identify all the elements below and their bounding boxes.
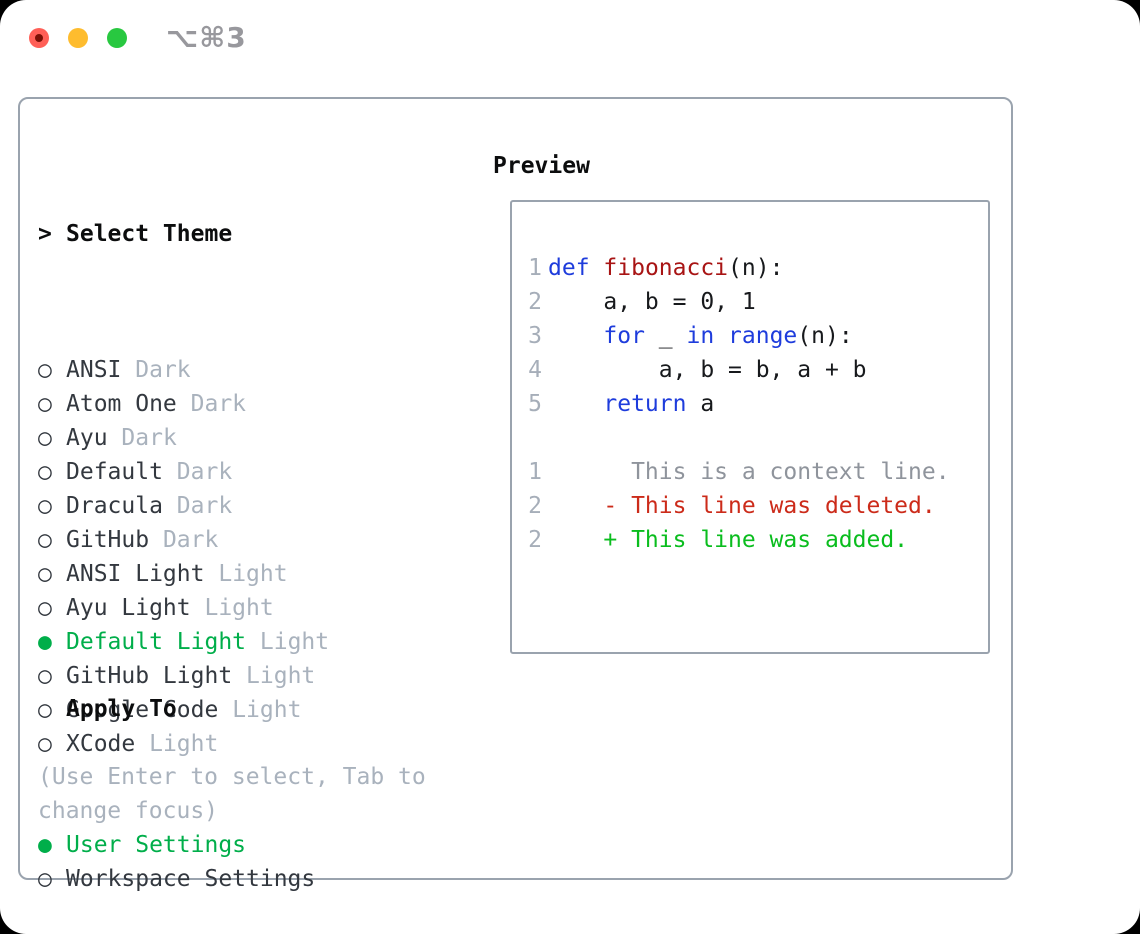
radio-icon: ○ bbox=[38, 731, 52, 757]
preview-title: Preview bbox=[493, 153, 590, 179]
theme-option[interactable]: ○ Google Code Light bbox=[38, 693, 329, 727]
diff-line-deleted: 2 - This line was deleted. bbox=[516, 489, 988, 523]
theme-option[interactable]: ○ ANSI Dark bbox=[38, 353, 329, 387]
variant-label: Dark bbox=[190, 391, 247, 417]
apply-to-header: Apply To bbox=[38, 692, 315, 726]
theme-option[interactable]: ○ GitHub Dark bbox=[38, 523, 329, 557]
line-number: 1 bbox=[528, 255, 542, 281]
radio-icon: ○ bbox=[38, 866, 52, 892]
theme-option[interactable]: ○ Ayu Dark bbox=[38, 421, 329, 455]
option-label: Ayu Light bbox=[66, 595, 191, 621]
variant-label: Light bbox=[218, 561, 288, 587]
radio-icon: ○ bbox=[38, 595, 52, 621]
theme-option[interactable]: ○ Atom One Dark bbox=[38, 387, 329, 421]
radio-icon: ○ bbox=[38, 357, 52, 383]
theme-option[interactable]: ○ Dracula Dark bbox=[38, 489, 329, 523]
code-line: 2 a, b = 0, 1 bbox=[516, 285, 988, 319]
option-label: Ayu bbox=[66, 425, 108, 451]
code-line: 5 return a bbox=[516, 387, 988, 421]
code-line: 3 for _ in range(n): bbox=[516, 319, 988, 353]
theme-option[interactable]: ○ XCode Light bbox=[38, 727, 329, 761]
help-text: (Use Enter to select, Tab to change focus… bbox=[38, 760, 426, 828]
option-label: Google Code bbox=[66, 697, 219, 723]
option-label: XCode bbox=[66, 731, 136, 757]
variant-label: Dark bbox=[162, 527, 219, 553]
line-number: 3 bbox=[528, 323, 542, 349]
radio-selected-icon: ● bbox=[38, 629, 52, 655]
radio-icon: ○ bbox=[38, 561, 52, 587]
variant-label: Light bbox=[204, 595, 274, 621]
help-line: change focus) bbox=[38, 798, 219, 824]
option-label: Atom One bbox=[66, 391, 177, 417]
variant-label: Dark bbox=[121, 425, 177, 451]
line-number: 4 bbox=[528, 357, 542, 383]
option-label: Workspace Settings bbox=[66, 866, 316, 892]
option-label: Dracula bbox=[66, 493, 163, 519]
theme-option[interactable]: ○ GitHub Light Light bbox=[38, 659, 329, 693]
line-number: 5 bbox=[528, 391, 542, 417]
apply-to-list: Apply To ● User Settings ○ Workspace Settin… bbox=[38, 624, 315, 896]
select-theme-header: > Select Theme bbox=[38, 217, 329, 251]
apply-to-option[interactable]: ● User Settings bbox=[38, 828, 315, 862]
variant-label: Dark bbox=[176, 459, 233, 485]
prompt-icon: > bbox=[38, 221, 52, 247]
radio-icon: ○ bbox=[38, 663, 52, 689]
apply-to-title: Apply To bbox=[66, 696, 177, 722]
select-theme-title: Select Theme bbox=[66, 221, 233, 247]
radio-selected-icon: ● bbox=[38, 832, 52, 858]
zoom-button[interactable] bbox=[107, 28, 127, 48]
code-line: 4 a, b = b, a + b bbox=[516, 353, 988, 387]
radio-icon: ○ bbox=[38, 527, 52, 553]
radio-icon: ○ bbox=[38, 459, 52, 485]
line-number: 2 bbox=[528, 493, 542, 519]
radio-icon: ○ bbox=[38, 697, 52, 723]
help-line: (Use Enter to select, Tab to bbox=[38, 764, 426, 790]
line-number: 1 bbox=[528, 459, 542, 485]
option-label: User Settings bbox=[66, 832, 247, 858]
diff-preview: 1 This is a context line.2 - This line w… bbox=[516, 455, 988, 557]
diff-line-added: 2 + This line was added. bbox=[516, 523, 988, 557]
close-button[interactable] bbox=[29, 28, 49, 48]
diff-line-context: 1 This is a context line. bbox=[516, 455, 988, 489]
radio-icon: ○ bbox=[38, 493, 52, 519]
variant-label: Light bbox=[232, 697, 302, 723]
option-label: ANSI Light bbox=[66, 561, 205, 587]
variant-label: Light bbox=[149, 731, 219, 757]
radio-icon: ○ bbox=[38, 425, 52, 451]
radio-icon: ○ bbox=[38, 391, 52, 417]
theme-option[interactable]: ○ Default Dark bbox=[38, 455, 329, 489]
variant-label: Dark bbox=[135, 357, 191, 383]
variant-label: Light bbox=[246, 663, 316, 689]
line-number: 2 bbox=[528, 527, 542, 553]
minimize-button[interactable] bbox=[68, 28, 88, 48]
blank-line bbox=[516, 421, 988, 455]
line-number: 2 bbox=[528, 289, 542, 315]
theme-option[interactable]: ● Default Light Light bbox=[38, 625, 329, 659]
option-label: Default bbox=[66, 459, 163, 485]
window-title: ⌥⌘3 bbox=[166, 21, 247, 54]
theme-option[interactable]: ○ Ayu Light Light bbox=[38, 591, 329, 625]
apply-to-option[interactable]: ○ Workspace Settings bbox=[38, 862, 315, 896]
variant-label: Dark bbox=[176, 493, 233, 519]
option-label: ANSI bbox=[66, 357, 122, 383]
theme-option[interactable]: ○ ANSI Light Light bbox=[38, 557, 329, 591]
option-label: Default Light bbox=[66, 629, 247, 655]
variant-label: Light bbox=[259, 629, 330, 655]
option-label: GitHub bbox=[66, 527, 150, 553]
option-label: GitHub Light bbox=[66, 663, 233, 689]
